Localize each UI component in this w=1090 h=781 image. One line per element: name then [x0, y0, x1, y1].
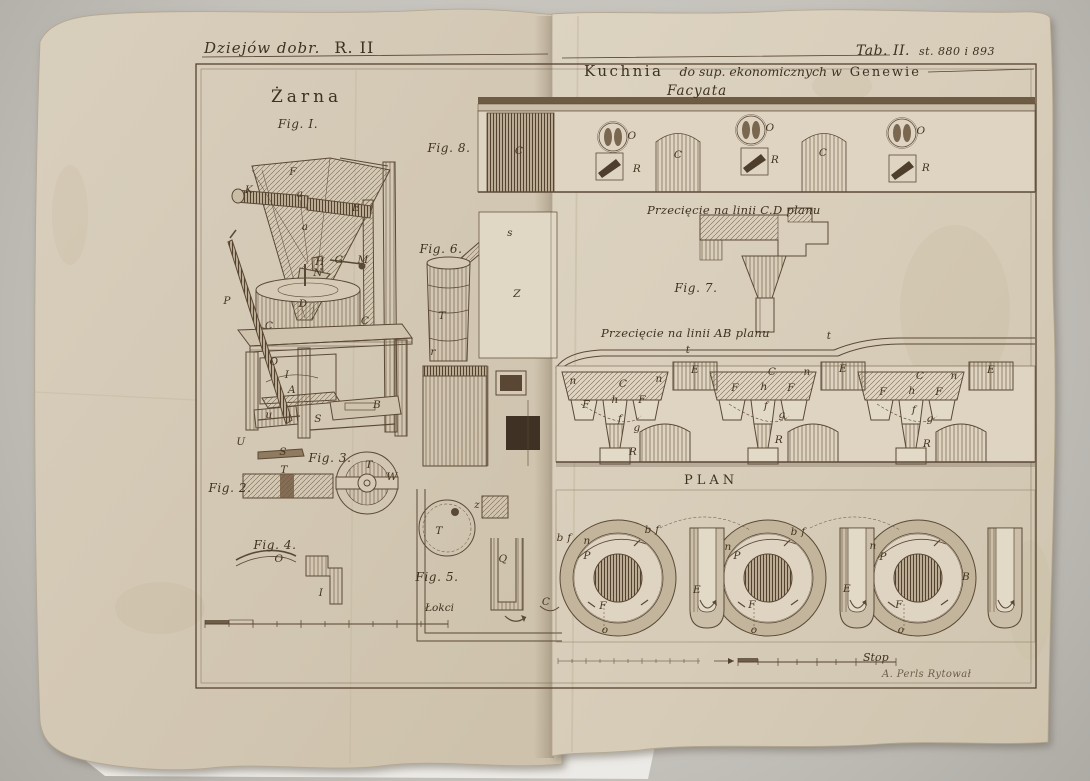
- burner-plan: [709, 519, 827, 637]
- fig4-molding: [235, 549, 343, 605]
- stove-unit-section: [857, 371, 965, 465]
- plan-section: [555, 489, 1036, 643]
- flue-channel-plan: [809, 516, 901, 629]
- scale-stop: [714, 658, 897, 666]
- ab-section: [555, 337, 1036, 467]
- burner-plan: [859, 519, 977, 637]
- burner-plan: [559, 519, 677, 637]
- stove-unit-section: [709, 371, 817, 465]
- fig1-mill-drawing: [227, 157, 413, 439]
- scale-lokci: [204, 619, 449, 628]
- stove-unit-section: [561, 371, 669, 465]
- flue-channel-plan: [987, 527, 1023, 629]
- fig5-mill-plan: [416, 489, 562, 642]
- fig6-barrel-flue: [422, 211, 558, 467]
- fig8-facade: [477, 97, 1036, 193]
- scale-plan-small: [557, 658, 700, 664]
- ash-hatches: [595, 147, 917, 183]
- vent-circles: [597, 114, 918, 153]
- fig7-section-cd: [699, 207, 829, 333]
- fig2-fig3-details: [242, 448, 399, 515]
- flue-channel-plan: [659, 516, 751, 629]
